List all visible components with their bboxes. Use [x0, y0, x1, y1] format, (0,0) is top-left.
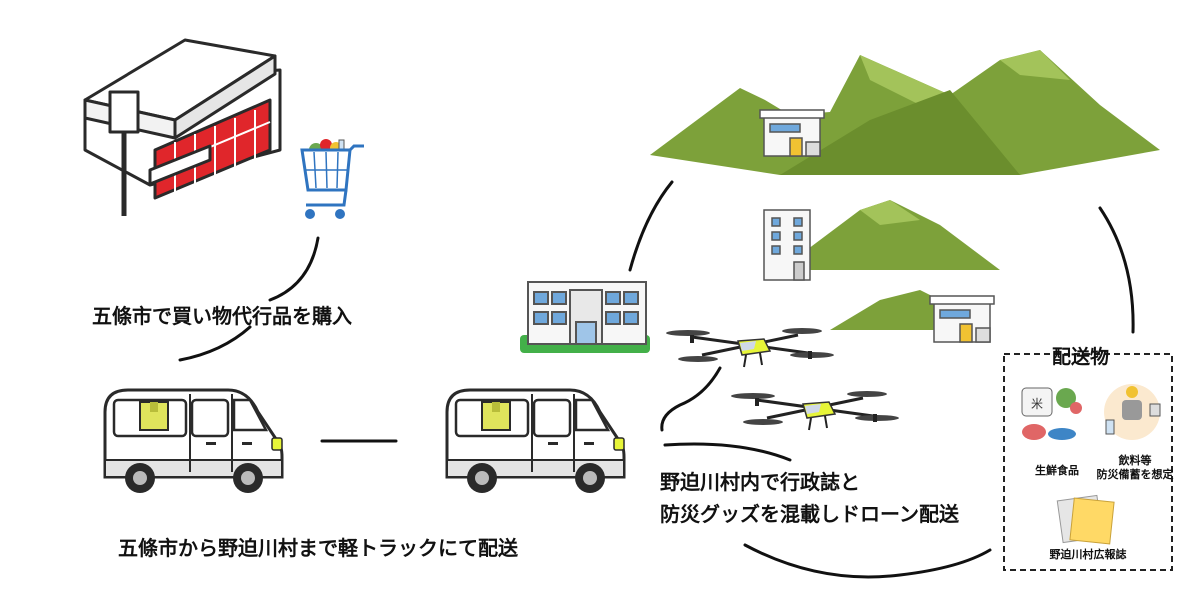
- office-building-illustration: [520, 281, 650, 353]
- step-drone-label-line1: 野迫川村内で行政誌と: [660, 470, 860, 494]
- step-truck-label: 五條市から野迫川村まで軽トラックにて配送: [118, 536, 518, 560]
- item-supplies-label-line1: 飲料等: [1118, 454, 1152, 467]
- convenience-store-illustration: [83, 38, 282, 216]
- shopping-cart-icon: [300, 139, 364, 219]
- tall-building-illustration: [763, 209, 811, 281]
- supplies-icon: [1104, 384, 1161, 440]
- step-drone-label-line2: 防災グッズを混載しドローン配送: [660, 502, 959, 526]
- delivery-box-title: 配送物: [1052, 346, 1110, 368]
- connector-label-to-van: [178, 325, 252, 362]
- connector-office-to-mountain: [628, 180, 674, 272]
- drone-2-illustration: [729, 389, 901, 432]
- connector-drone-swoosh-2: [663, 442, 792, 462]
- flow-connectors: [178, 180, 1135, 579]
- svg-text:米: 米: [1031, 397, 1043, 411]
- house-2-illustration: [929, 295, 995, 343]
- item-supplies-label-line2: 防災備蓄を想定: [1096, 468, 1174, 481]
- van-1-illustration: [103, 388, 284, 495]
- step-purchase-label: 五條市で買い物代行品を購入: [92, 304, 352, 328]
- step-drone-label: 野迫川村内で行政誌と 防災グッズを混載しドローン配送: [660, 466, 959, 530]
- mountain-range-illustration: [650, 50, 1160, 330]
- delivery-items-box: 米: [1003, 353, 1173, 571]
- item-newsletter-label: 野迫川村広報誌: [1049, 548, 1127, 561]
- connector-drone-swoosh-1: [660, 366, 722, 432]
- connector-right-arc: [1098, 206, 1135, 334]
- connector-bottom-arc: [743, 543, 992, 579]
- item-supplies-label: 飲料等 防災備蓄を想定: [1080, 454, 1190, 482]
- newsletter-icon: [1056, 494, 1115, 545]
- house-1-illustration: [759, 109, 825, 157]
- item-fresh-food-label: 生鮮食品: [1035, 464, 1079, 477]
- connector-cart-to-label: [268, 236, 320, 302]
- drone-1-illustration: [664, 326, 836, 369]
- fresh-food-icon: 米: [1021, 387, 1082, 440]
- van-2-illustration: [445, 388, 626, 495]
